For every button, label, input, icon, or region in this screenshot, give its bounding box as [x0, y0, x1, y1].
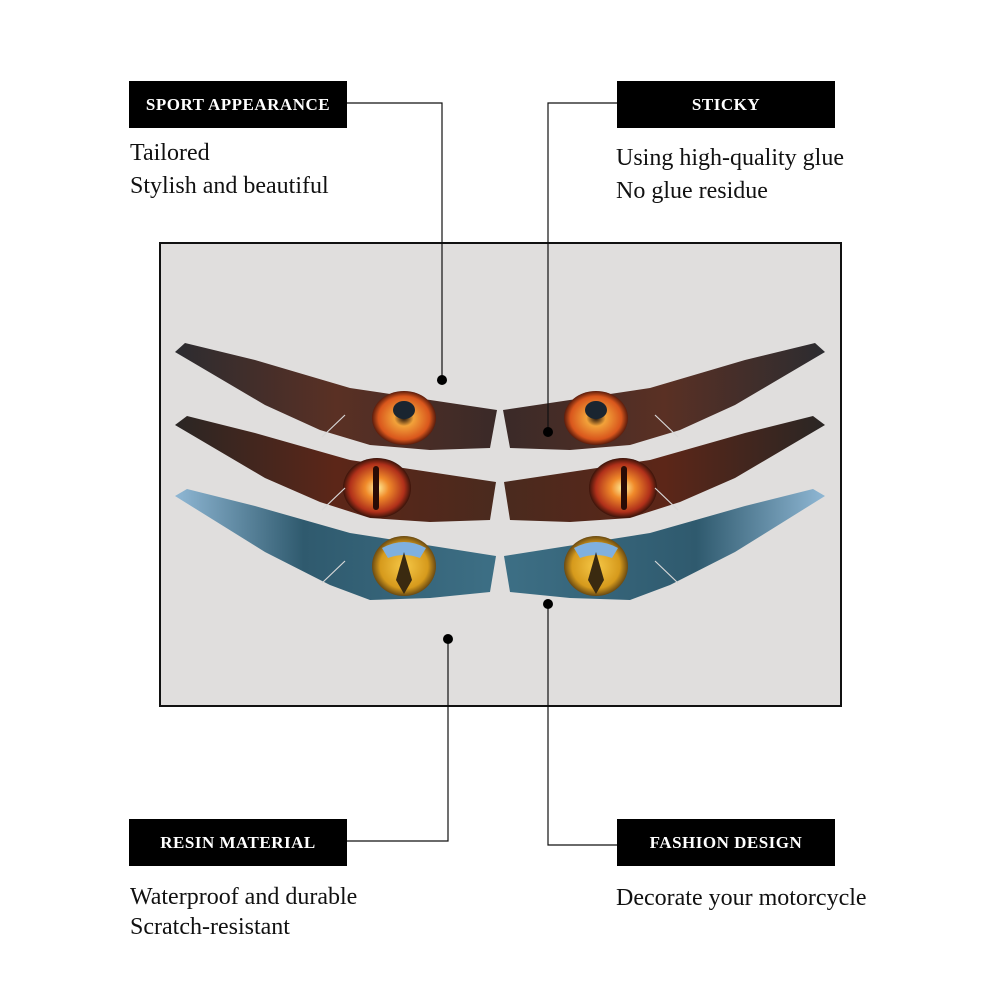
resin-material-line-2: Scratch-resistant — [130, 914, 290, 940]
sport-appearance-label: SPORT APPEARANCE — [129, 81, 347, 128]
product-image-panel — [159, 242, 842, 707]
sport-appearance-line-1: Tailored — [130, 140, 210, 166]
sticky-line-1: Using high-quality glue — [616, 145, 844, 171]
fashion-design-line-1: Decorate your motorcycle — [616, 885, 867, 911]
sticky-description: Using high-quality glue No glue residue — [616, 142, 844, 208]
resin-material-description: Waterproof and durable Scratch-resistant — [130, 882, 357, 942]
fashion-design-label: FASHION DESIGN — [617, 819, 835, 866]
resin-material-line-1: Waterproof and durable — [130, 884, 358, 910]
sticky-label: STICKY — [617, 81, 835, 128]
fashion-design-description: Decorate your motorcycle — [616, 882, 867, 915]
sport-appearance-line-2: Stylish and beautiful — [130, 173, 329, 199]
resin-material-label: RESIN MATERIAL — [129, 819, 347, 866]
sticky-line-2: No glue residue — [616, 178, 768, 204]
sport-appearance-description: Tailored Stylish and beautiful — [130, 137, 329, 203]
